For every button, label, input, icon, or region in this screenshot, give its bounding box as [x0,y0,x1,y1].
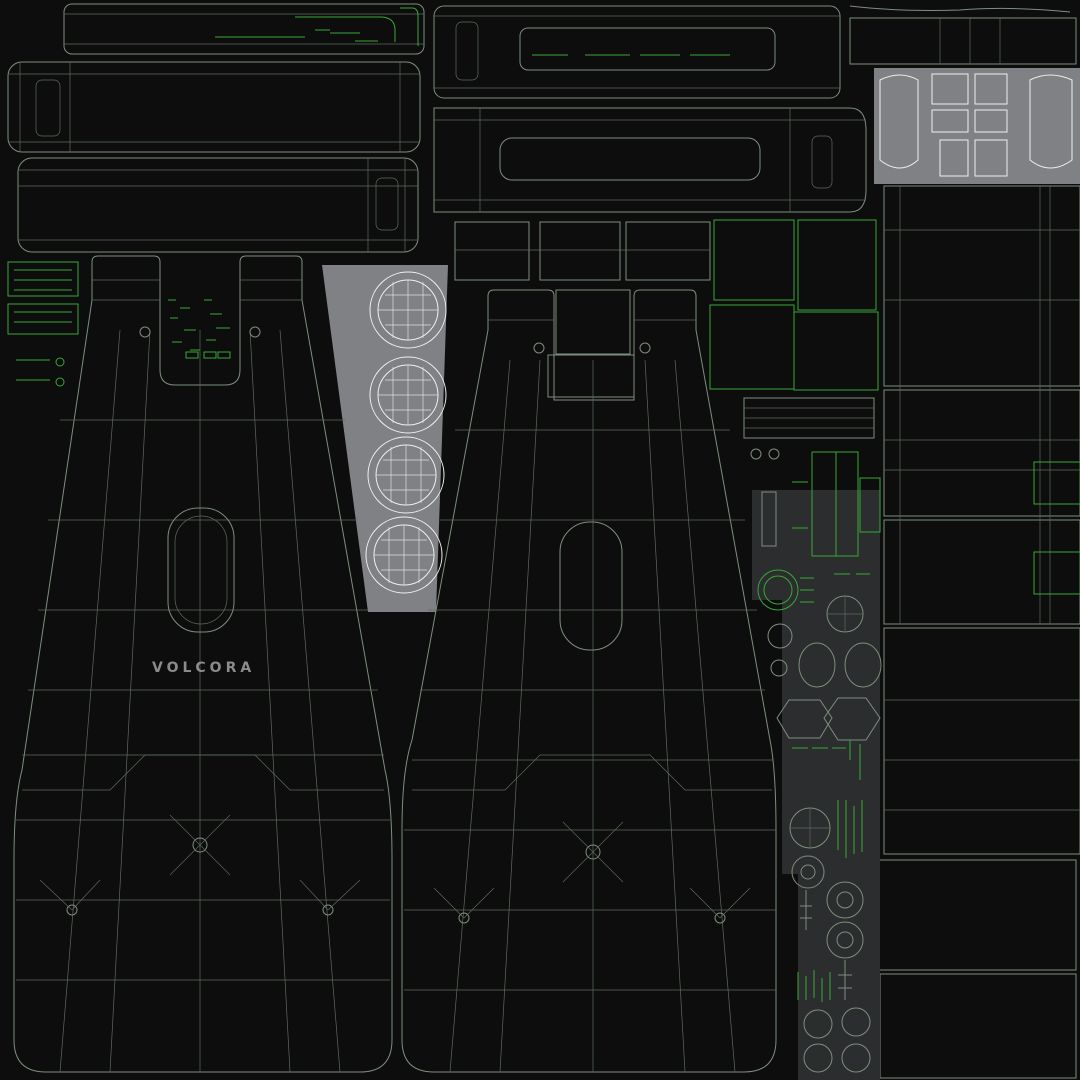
center-small-blocks [454,219,879,439]
round-grid-2 [369,356,447,434]
right-column-uv [875,185,1080,1079]
top-right-strip-uv [849,5,1077,65]
gray-button-panel [322,265,448,612]
round-grid-1 [369,271,447,349]
round-grid-4 [365,516,443,594]
left-small-decals [7,261,79,387]
long-bar-uv-1 [7,61,421,153]
middle-bar-uv [433,107,867,213]
volcora-logo: VOLCORA [152,660,255,676]
top-left-strip-uv [63,3,425,55]
center-shell-uv [401,289,777,1073]
gray-decal-panel [874,68,1080,184]
round-grid-3 [367,436,445,514]
long-bar-uv-2 [17,157,419,253]
left-shell-uv: VOLCORA [13,255,393,1073]
top-center-strip-uv [433,5,841,99]
small-parts-column [750,448,882,1080]
